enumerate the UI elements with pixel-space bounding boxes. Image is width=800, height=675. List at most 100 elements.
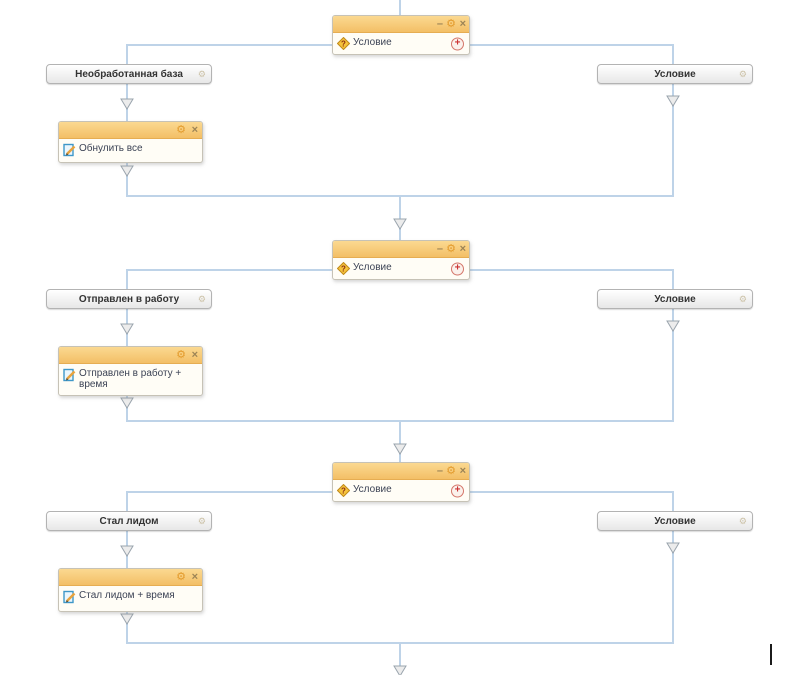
action-block-header[interactable]: ⚙ × (59, 569, 202, 586)
arrow-down-icon (120, 323, 134, 335)
gear-icon[interactable]: ⚙ (197, 515, 206, 526)
arrow-down-icon (666, 542, 680, 554)
connector-line (399, 420, 401, 465)
close-icon[interactable]: × (459, 243, 466, 255)
connector-line (399, 0, 401, 16)
gear-icon[interactable]: ⚙ (197, 293, 206, 304)
action-label: Стал лидом + время (79, 590, 175, 601)
condition-block[interactable]: – ⚙ × ? Условие + (332, 462, 470, 502)
close-icon[interactable]: × (459, 465, 466, 477)
connector-line (399, 642, 401, 668)
connector-line (126, 269, 332, 271)
condition-block-header[interactable]: – ⚙ × (333, 16, 469, 33)
branch-button-left[interactable]: Необработанная база ⚙ (46, 64, 212, 84)
close-icon[interactable]: × (459, 18, 466, 30)
connector-line (672, 269, 674, 289)
arrow-down-icon (120, 613, 134, 625)
condition-icon: ? (337, 262, 350, 275)
arrow-down-icon (393, 443, 407, 455)
gear-icon[interactable]: ⚙ (197, 68, 206, 79)
gear-icon[interactable]: ⚙ (738, 515, 747, 526)
condition-label: Условие (353, 484, 392, 495)
condition-block-header[interactable]: – ⚙ × (333, 463, 469, 480)
add-branch-button[interactable]: + (451, 484, 464, 497)
workflow-section: – ⚙ × ? Условие + Необработанная база ⚙ … (0, 15, 800, 240)
branch-button-label: Условие (654, 293, 696, 305)
edit-document-icon (63, 368, 76, 382)
connector-line (672, 82, 674, 195)
arrow-down-icon (120, 98, 134, 110)
edit-document-icon (63, 590, 76, 604)
action-block[interactable]: ⚙ × Стал лидом + время (58, 568, 203, 612)
close-icon[interactable]: × (191, 571, 198, 583)
workflow-section: – ⚙ × ? Условие + Стал лидом ⚙ Условие ⚙… (0, 462, 800, 675)
action-block-header[interactable]: ⚙ × (59, 347, 202, 364)
arrow-down-icon (120, 545, 134, 557)
gear-icon[interactable]: ⚙ (738, 293, 747, 304)
condition-block-header[interactable]: – ⚙ × (333, 241, 469, 258)
arrow-down-icon (120, 397, 134, 409)
connector-line (126, 161, 128, 197)
connector-line (672, 307, 674, 420)
connector-line (126, 610, 128, 644)
connector-line (672, 44, 674, 64)
svg-text:?: ? (341, 487, 346, 496)
condition-label: Условие (353, 37, 392, 48)
action-block[interactable]: ⚙ × Обнулить все (58, 121, 203, 163)
svg-text:?: ? (341, 40, 346, 49)
action-block[interactable]: ⚙ × Отправлен в работу + время (58, 346, 203, 396)
branch-button-right[interactable]: Условие ⚙ (597, 64, 753, 84)
connector-line (672, 491, 674, 511)
arrow-down-icon (393, 665, 407, 675)
condition-icon: ? (337, 37, 350, 50)
svg-text:?: ? (341, 265, 346, 274)
gear-icon[interactable]: ⚙ (446, 465, 456, 477)
minimize-icon[interactable]: – (436, 243, 443, 255)
branch-button-left[interactable]: Стал лидом ⚙ (46, 511, 212, 531)
branch-button-label: Условие (654, 68, 696, 80)
gear-icon[interactable]: ⚙ (176, 571, 186, 583)
gear-icon[interactable]: ⚙ (446, 18, 456, 30)
branch-button-left[interactable]: Отправлен в работу ⚙ (46, 289, 212, 309)
action-label: Обнулить все (79, 143, 143, 154)
branch-button-right[interactable]: Условие ⚙ (597, 289, 753, 309)
add-branch-button[interactable]: + (451, 262, 464, 275)
arrow-down-icon (666, 95, 680, 107)
connector-line (126, 44, 128, 64)
arrow-down-icon (666, 320, 680, 332)
branch-button-label: Отправлен в работу (78, 293, 180, 305)
branch-button-right[interactable]: Условие ⚙ (597, 511, 753, 531)
branch-button-label: Условие (654, 515, 696, 527)
condition-block[interactable]: – ⚙ × ? Условие + (332, 240, 470, 280)
connector-line (126, 44, 332, 46)
add-branch-button[interactable]: + (451, 37, 464, 50)
connector-line (126, 491, 128, 511)
branch-button-label: Необработанная база (75, 68, 183, 80)
connector-line (126, 491, 332, 493)
arrow-down-icon (393, 218, 407, 230)
gear-icon[interactable]: ⚙ (176, 349, 186, 361)
connector-line (126, 269, 128, 289)
text-caret (770, 644, 772, 665)
gear-icon[interactable]: ⚙ (738, 68, 747, 79)
connector-line (468, 44, 674, 46)
connector-line (468, 491, 674, 493)
workflow-section: – ⚙ × ? Условие + Отправлен в работу ⚙ У… (0, 240, 800, 465)
gear-icon[interactable]: ⚙ (446, 243, 456, 255)
action-block-header[interactable]: ⚙ × (59, 122, 202, 139)
condition-block[interactable]: – ⚙ × ? Условие + (332, 15, 470, 55)
edit-document-icon (63, 143, 76, 157)
minimize-icon[interactable]: – (436, 18, 443, 30)
close-icon[interactable]: × (191, 124, 198, 136)
close-icon[interactable]: × (191, 349, 198, 361)
arrow-down-icon (120, 165, 134, 177)
connector-line (399, 195, 401, 240)
connector-line (468, 269, 674, 271)
connector-line (672, 529, 674, 642)
condition-label: Условие (353, 262, 392, 273)
branch-button-label: Стал лидом (99, 515, 159, 527)
gear-icon[interactable]: ⚙ (176, 124, 186, 136)
condition-icon: ? (337, 484, 350, 497)
minimize-icon[interactable]: – (436, 465, 443, 477)
